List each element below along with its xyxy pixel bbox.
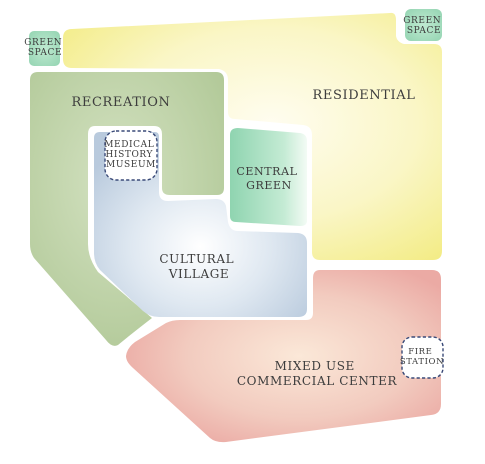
- cultural-village-label-line-2: VILLAGE: [168, 267, 230, 281]
- medical-history-museum-label: MEDICAL HISTORY MUSEUM: [104, 140, 158, 170]
- green-space-right-label: GREEN SPACE: [403, 16, 444, 36]
- museum-label-line-1: MEDICAL: [104, 140, 154, 150]
- museum-label-line-2: HISTORY: [105, 150, 153, 160]
- mixed-use-label: MIXED USE COMMERCIAL CENTER: [237, 359, 398, 388]
- residential-label-line: RESIDENTIAL: [312, 88, 415, 103]
- medical-history-museum-marker[interactable]: [104, 130, 158, 181]
- mixed-use-zone: [126, 270, 441, 443]
- museum-label-line-3: MUSEUM: [106, 160, 156, 170]
- green-space-right-label-line-1: GREEN: [403, 16, 441, 26]
- fire-station-marker[interactable]: [401, 336, 444, 379]
- mixed-use-label-line-2: COMMERCIAL CENTER: [237, 374, 398, 388]
- mixed-use-label-line-1: MIXED USE: [275, 359, 355, 373]
- fire-station-label: FIRE STATION: [400, 347, 444, 367]
- residential-zone: [63, 12, 442, 261]
- central-green-label: CENTRAL GREEN: [236, 165, 301, 192]
- fire-station-label-line-2: STATION: [400, 357, 444, 367]
- recreation-zone: [30, 72, 224, 346]
- recreation-label-line: RECREATION: [71, 95, 170, 110]
- green-space-right-zone: [405, 9, 442, 41]
- green-space-left-label: GREEN SPACE: [24, 38, 65, 58]
- cultural-village-label-line-1: CULTURAL: [159, 252, 234, 266]
- central-green-zone: [230, 128, 307, 226]
- fire-station-label-line-1: FIRE: [408, 347, 432, 357]
- central-green-label-line-2: GREEN: [246, 179, 292, 192]
- green-space-left-label-line-2: SPACE: [28, 48, 62, 58]
- residential-label: RESIDENTIAL: [312, 88, 415, 103]
- central-green-label-line-1: CENTRAL: [236, 165, 297, 178]
- recreation-label: RECREATION: [71, 95, 170, 110]
- green-space-left-label-line-1: GREEN: [24, 38, 62, 48]
- cultural-village-label: CULTURAL VILLAGE: [159, 252, 238, 281]
- green-space-left-zone: [29, 31, 60, 66]
- green-space-right-label-line-2: SPACE: [407, 26, 441, 36]
